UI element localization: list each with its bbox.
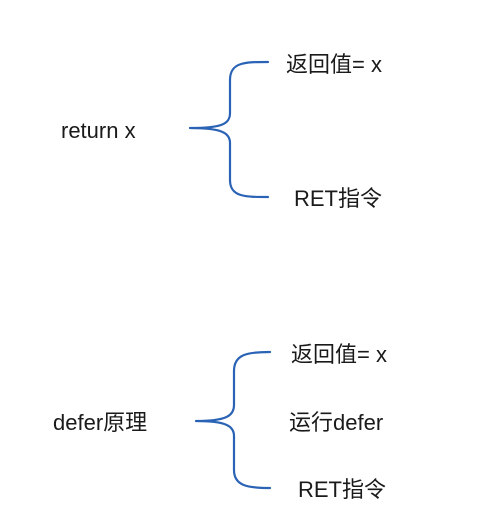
brace-group-defer: [194, 350, 272, 490]
brace-group-return: [188, 60, 270, 199]
branch-label-ret-instruction: RET指令: [294, 186, 383, 211]
branch-label-run-defer: 运行defer: [289, 410, 384, 435]
branch-label-return-value: 返回值= x: [286, 52, 382, 77]
branch-label-return-value: 返回值= x: [291, 342, 387, 367]
root-label-defer: defer原理: [53, 410, 148, 435]
root-label-return: return x: [61, 118, 136, 143]
branch-label-ret-instruction: RET指令: [298, 477, 387, 502]
